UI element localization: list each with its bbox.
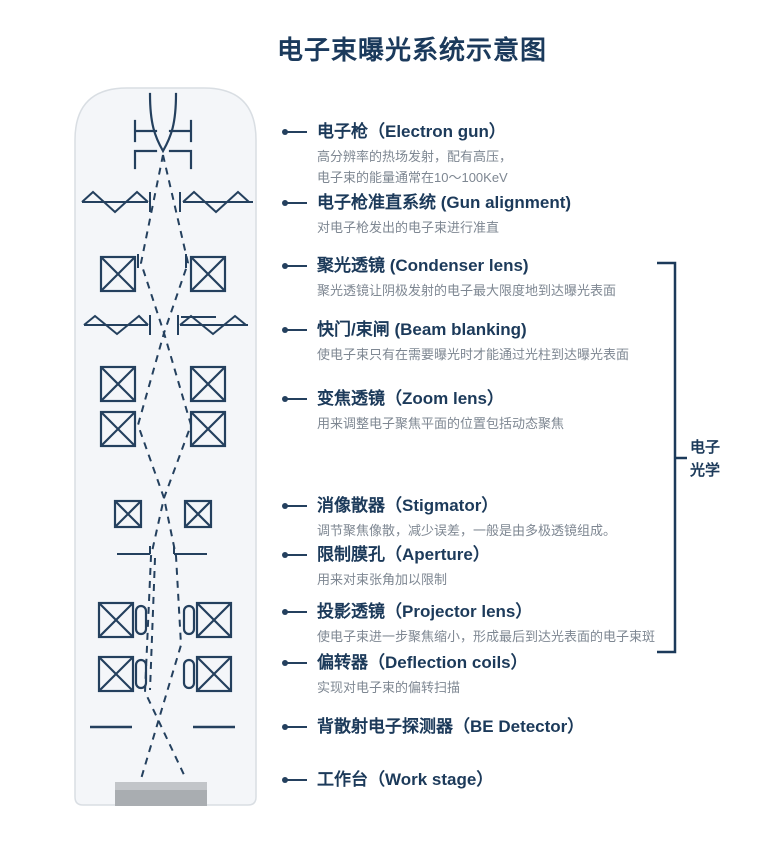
electron-gun-icon <box>133 92 193 170</box>
leader-dot-line-icon <box>282 194 309 212</box>
component-title: 偏转器（Deflection coils） <box>317 653 528 672</box>
component-description: 使电子束进一步聚焦缩小，形成最后到达光表面的电子束斑 <box>317 629 656 644</box>
component-description: 调节聚焦像散，减少误差，一般是由多极透镜组成。 <box>317 523 617 538</box>
component-title: 电子枪准直系统 (Gun alignment) <box>317 193 572 212</box>
component-description: 使电子束只有在需要曝光时才能通过光柱到达曝光表面 <box>317 347 630 362</box>
component-description: 用来对束张角加以限制 <box>317 572 448 587</box>
leader-dot-line-icon <box>282 123 309 141</box>
beam-blanker-icon <box>83 314 248 336</box>
component-title: 限制膜孔（Aperture） <box>317 545 490 564</box>
leader-dot-line-icon <box>282 654 309 672</box>
leader-dot-line-icon <box>282 497 309 515</box>
component-title: 快门/束闸 (Beam blanking) <box>317 320 527 339</box>
label-deflection-coils: 偏转器（Deflection coils） 实现对电子束的偏转扫描 <box>282 652 528 698</box>
leader-dot-line-icon <box>282 546 309 564</box>
component-title: 消像散器（Stigmator） <box>317 496 499 515</box>
deflection-coil-icon <box>97 655 233 693</box>
electron-optics-bracket <box>657 261 687 654</box>
component-title: 投影透镜（Projector lens） <box>317 602 533 621</box>
component-title: 聚光透镜 (Condenser lens) <box>317 256 529 275</box>
page-title: 电子束曝光系统示意图 <box>277 35 548 65</box>
label-projector-lens: 投影透镜（Projector lens） 使电子束进一步聚焦缩小，形成最后到达光… <box>282 601 655 647</box>
electron-beam-path <box>136 154 193 780</box>
aperture-icon <box>117 546 207 555</box>
leader-dot-line-icon <box>282 603 309 621</box>
gun-alignment-coil-icon <box>81 190 253 214</box>
condenser-lens-icon <box>99 254 227 293</box>
label-work-stage: 工作台（Work stage） <box>282 769 493 791</box>
electron-column-diagram <box>74 87 257 806</box>
leader-dot-line-icon <box>282 771 309 789</box>
component-title: 工作台（Work stage） <box>317 770 494 789</box>
electron-optics-label: 电子 光学 <box>690 439 721 479</box>
leader-dot-line-icon <box>282 718 309 736</box>
work-stage-icon <box>115 782 207 806</box>
label-gun-alignment: 电子枪准直系统 (Gun alignment) 对电子枪发出的电子束进行准直 <box>282 192 571 238</box>
leader-dot-line-icon <box>282 321 309 339</box>
label-condenser-lens: 聚光透镜 (Condenser lens) 聚光透镜让阴极发射的电子最大限度地到… <box>282 255 616 301</box>
label-electron-gun: 电子枪（Electron gun） 高分辨率的热场发射，配有高压， 电子束的能量… <box>282 121 512 188</box>
label-be-detector: 背散射电子探测器（BE Detector） <box>282 716 584 738</box>
component-description: 对电子枪发出的电子束进行准直 <box>317 220 500 235</box>
label-zoom-lens: 变焦透镜（Zoom lens） 用来调整电子聚焦平面的位置包括动态聚焦 <box>282 388 564 434</box>
component-title: 背散射电子探测器（BE Detector） <box>317 717 585 736</box>
component-description: 实现对电子束的偏转扫描 <box>317 680 461 695</box>
component-description: 聚光透镜让阴极发射的电子最大限度地到达曝光表面 <box>317 283 617 298</box>
component-title: 变焦透镜（Zoom lens） <box>317 389 505 408</box>
component-description: 用来调整电子聚焦平面的位置包括动态聚焦 <box>317 416 565 431</box>
projector-lens-icon <box>97 601 233 639</box>
component-description: 高分辨率的热场发射，配有高压， 电子束的能量通常在10～100KeV <box>317 149 513 185</box>
label-stigmator: 消像散器（Stigmator） 调节聚焦像散，减少误差，一般是由多极透镜组成。 <box>282 495 616 541</box>
leader-dot-line-icon <box>282 390 309 408</box>
component-title: 电子枪（Electron gun） <box>317 122 506 141</box>
label-aperture: 限制膜孔（Aperture） 用来对束张角加以限制 <box>282 544 490 590</box>
label-beam-blanking: 快门/束闸 (Beam blanking) 使电子束只有在需要曝光时才能通过光柱… <box>282 319 629 365</box>
leader-dot-line-icon <box>282 257 309 275</box>
